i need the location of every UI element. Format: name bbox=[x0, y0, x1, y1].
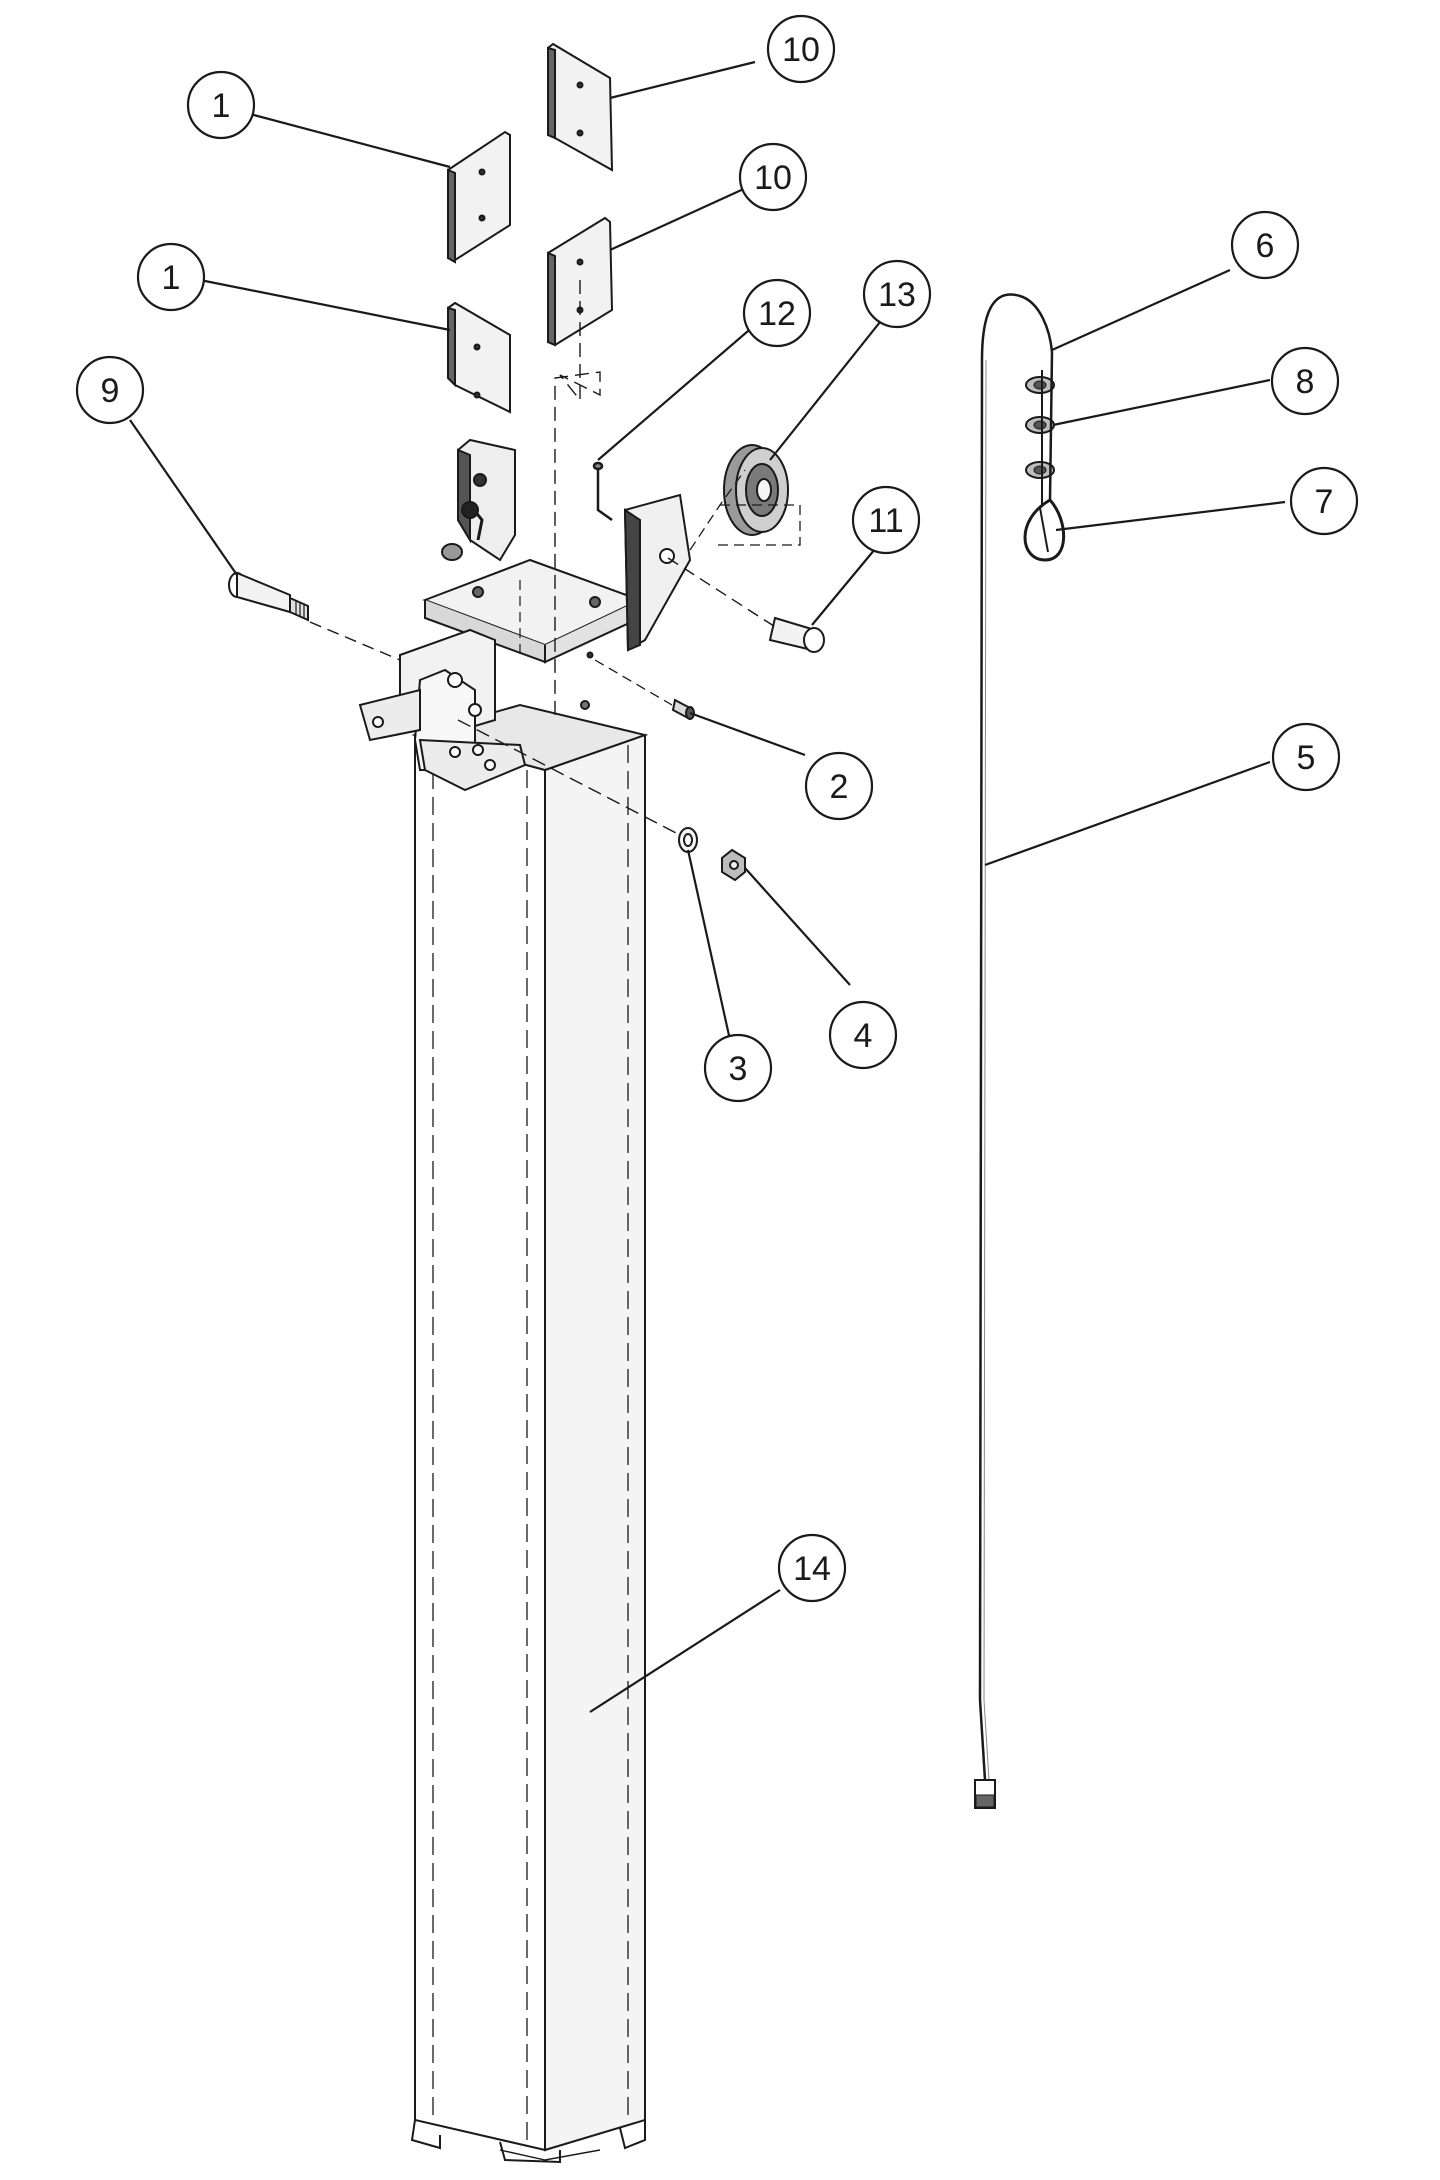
callout-label: 8 bbox=[1296, 363, 1315, 401]
callout-label: 12 bbox=[758, 295, 796, 333]
leader-lines bbox=[129, 60, 1286, 1713]
main-post bbox=[410, 703, 649, 2164]
washer bbox=[678, 827, 698, 853]
callout-5: 5 bbox=[1271, 722, 1341, 792]
callout-label: 13 bbox=[878, 276, 916, 314]
callout-1-upper: 1 bbox=[186, 70, 256, 140]
top-bracket bbox=[358, 438, 692, 792]
callout-label: 9 bbox=[101, 372, 120, 410]
pad-plate-10-upper bbox=[547, 42, 614, 172]
hex-nut bbox=[721, 848, 746, 882]
callout-6: 6 bbox=[1230, 210, 1300, 280]
callout-label: 14 bbox=[793, 1550, 831, 1588]
callout-label: 3 bbox=[729, 1050, 748, 1088]
retaining-rod bbox=[592, 461, 613, 522]
bolt-path-dashed bbox=[309, 621, 401, 661]
callout-label: 1 bbox=[212, 87, 231, 125]
callout-label: 4 bbox=[854, 1017, 873, 1055]
callout-label: 10 bbox=[754, 159, 792, 197]
callout-12: 12 bbox=[742, 278, 812, 348]
callout-label: 2 bbox=[830, 768, 849, 806]
axle-path-dashed bbox=[667, 557, 781, 631]
callout-label: 10 bbox=[782, 31, 820, 69]
pulley-wheel bbox=[723, 444, 789, 536]
callout-9: 9 bbox=[75, 355, 145, 425]
callout-2: 2 bbox=[804, 751, 874, 821]
pulley-axis-dashed bbox=[689, 469, 801, 551]
callout-7: 7 bbox=[1289, 466, 1359, 536]
callout-8: 8 bbox=[1270, 346, 1340, 416]
callout-1-lower: 1 bbox=[136, 242, 206, 312]
axle-pin bbox=[768, 616, 825, 653]
cable-assembly bbox=[974, 293, 1066, 1809]
callout-10-upper: 10 bbox=[766, 14, 836, 84]
callout-4: 4 bbox=[828, 1000, 898, 1070]
screw-path-dashed bbox=[594, 659, 673, 706]
callout-label: 7 bbox=[1315, 483, 1334, 521]
callout-11: 11 bbox=[851, 485, 921, 555]
callout-label: 5 bbox=[1297, 739, 1316, 777]
shoulder-bolt bbox=[228, 571, 309, 622]
pad-plate-1-upper bbox=[447, 130, 511, 264]
callout-label: 6 bbox=[1256, 227, 1275, 265]
assembly-path-plates bbox=[554, 280, 601, 720]
set-screw bbox=[671, 698, 695, 720]
callout-13: 13 bbox=[862, 259, 932, 329]
callout-label: 11 bbox=[868, 502, 903, 540]
callout-3: 3 bbox=[703, 1033, 773, 1103]
callouts: 1 1 10 10 12 13 9 11 bbox=[75, 14, 1359, 1603]
callout-14: 14 bbox=[777, 1533, 847, 1603]
callout-10-lower: 10 bbox=[738, 142, 808, 212]
callout-label: 1 bbox=[162, 259, 181, 297]
cable-clamp bbox=[1025, 376, 1055, 394]
pad-plate-1-lower bbox=[447, 301, 511, 414]
